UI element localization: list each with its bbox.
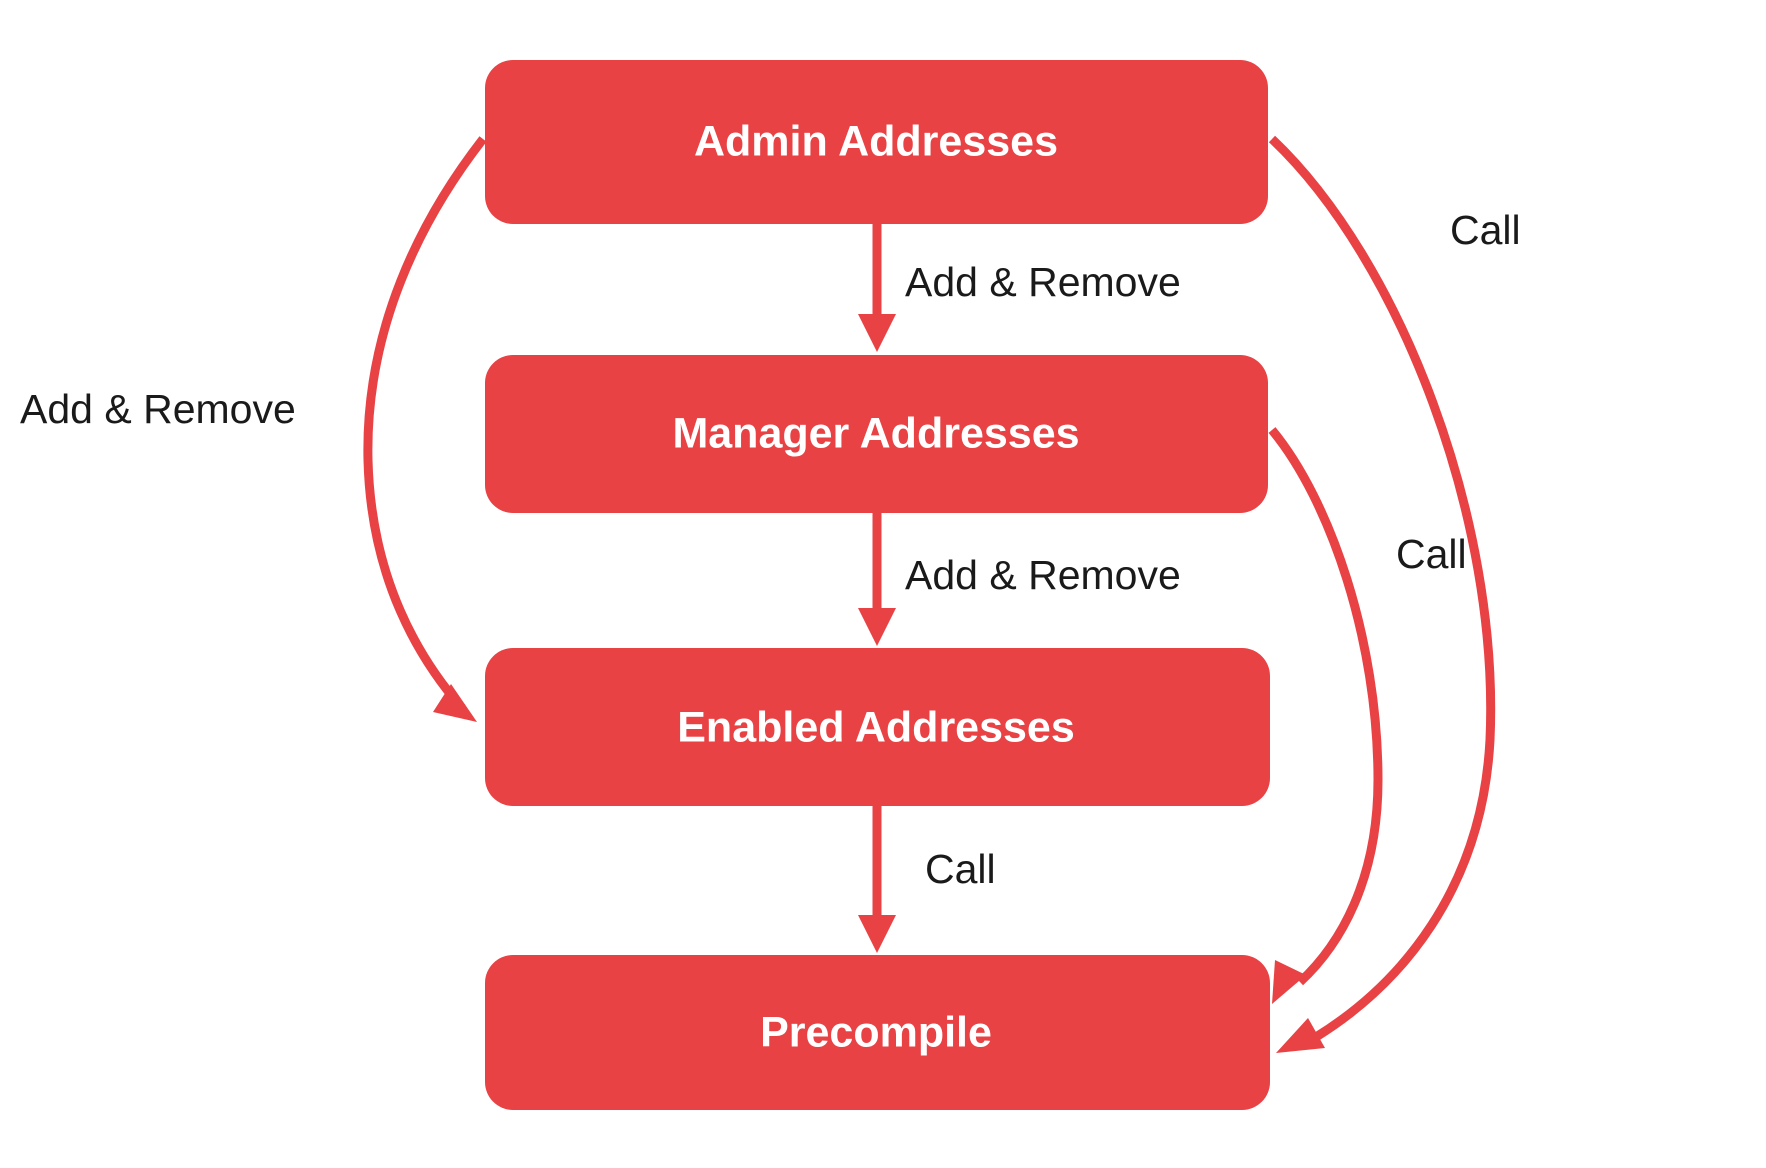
node-precompile-box[interactable] xyxy=(485,955,1270,1110)
edge-admin-to-precompile-curve xyxy=(1268,135,1496,1041)
edge-manager-to-precompile-curve xyxy=(1268,427,1383,986)
node-manager-addresses[interactable]: Manager Addresses xyxy=(485,355,1268,513)
edge-label-manager-to-enabled: Add & Remove xyxy=(905,552,1181,598)
edge-manager-to-enabled-arrowhead xyxy=(858,608,896,646)
edge-manager-to-enabled xyxy=(858,513,896,646)
edge-admin-to-enabled-curve xyxy=(363,136,487,711)
edge-label-admin-to-precompile: Call xyxy=(1450,207,1521,253)
node-admin-addresses[interactable]: Admin Addresses xyxy=(485,60,1268,224)
edge-label-admin-to-enabled: Add & Remove xyxy=(20,386,296,432)
node-manager-addresses-label: Manager Addresses xyxy=(672,409,1079,457)
edge-admin-to-precompile-arrowhead xyxy=(1276,1018,1325,1053)
node-manager-addresses-box[interactable] xyxy=(485,355,1268,513)
edge-admin-to-manager-arrowhead xyxy=(858,314,896,352)
node-admin-addresses-label: Admin Addresses xyxy=(694,117,1058,165)
node-admin-addresses-box[interactable] xyxy=(485,60,1268,224)
node-precompile[interactable]: Precompile xyxy=(485,955,1270,1110)
edge-manager-to-precompile xyxy=(1268,427,1383,1004)
edge-label-admin-to-manager: Add & Remove xyxy=(905,259,1181,305)
edge-admin-to-precompile xyxy=(1268,135,1496,1053)
edge-admin-to-enabled xyxy=(363,136,487,722)
node-enabled-addresses-label: Enabled Addresses xyxy=(677,703,1075,751)
edge-enabled-to-precompile-arrowhead xyxy=(858,915,896,953)
node-enabled-addresses[interactable]: Enabled Addresses xyxy=(485,648,1270,806)
node-enabled-addresses-box[interactable] xyxy=(485,648,1270,806)
edge-label-enabled-to-precompile: Call xyxy=(925,846,996,892)
edge-label-manager-to-precompile: Call xyxy=(1396,531,1467,577)
node-precompile-label: Precompile xyxy=(760,1008,992,1056)
edge-manager-to-precompile-arrowhead xyxy=(1272,960,1306,1004)
edge-admin-to-enabled-arrowhead xyxy=(433,684,477,722)
edge-admin-to-manager xyxy=(858,224,896,352)
edge-enabled-to-precompile xyxy=(858,806,896,953)
